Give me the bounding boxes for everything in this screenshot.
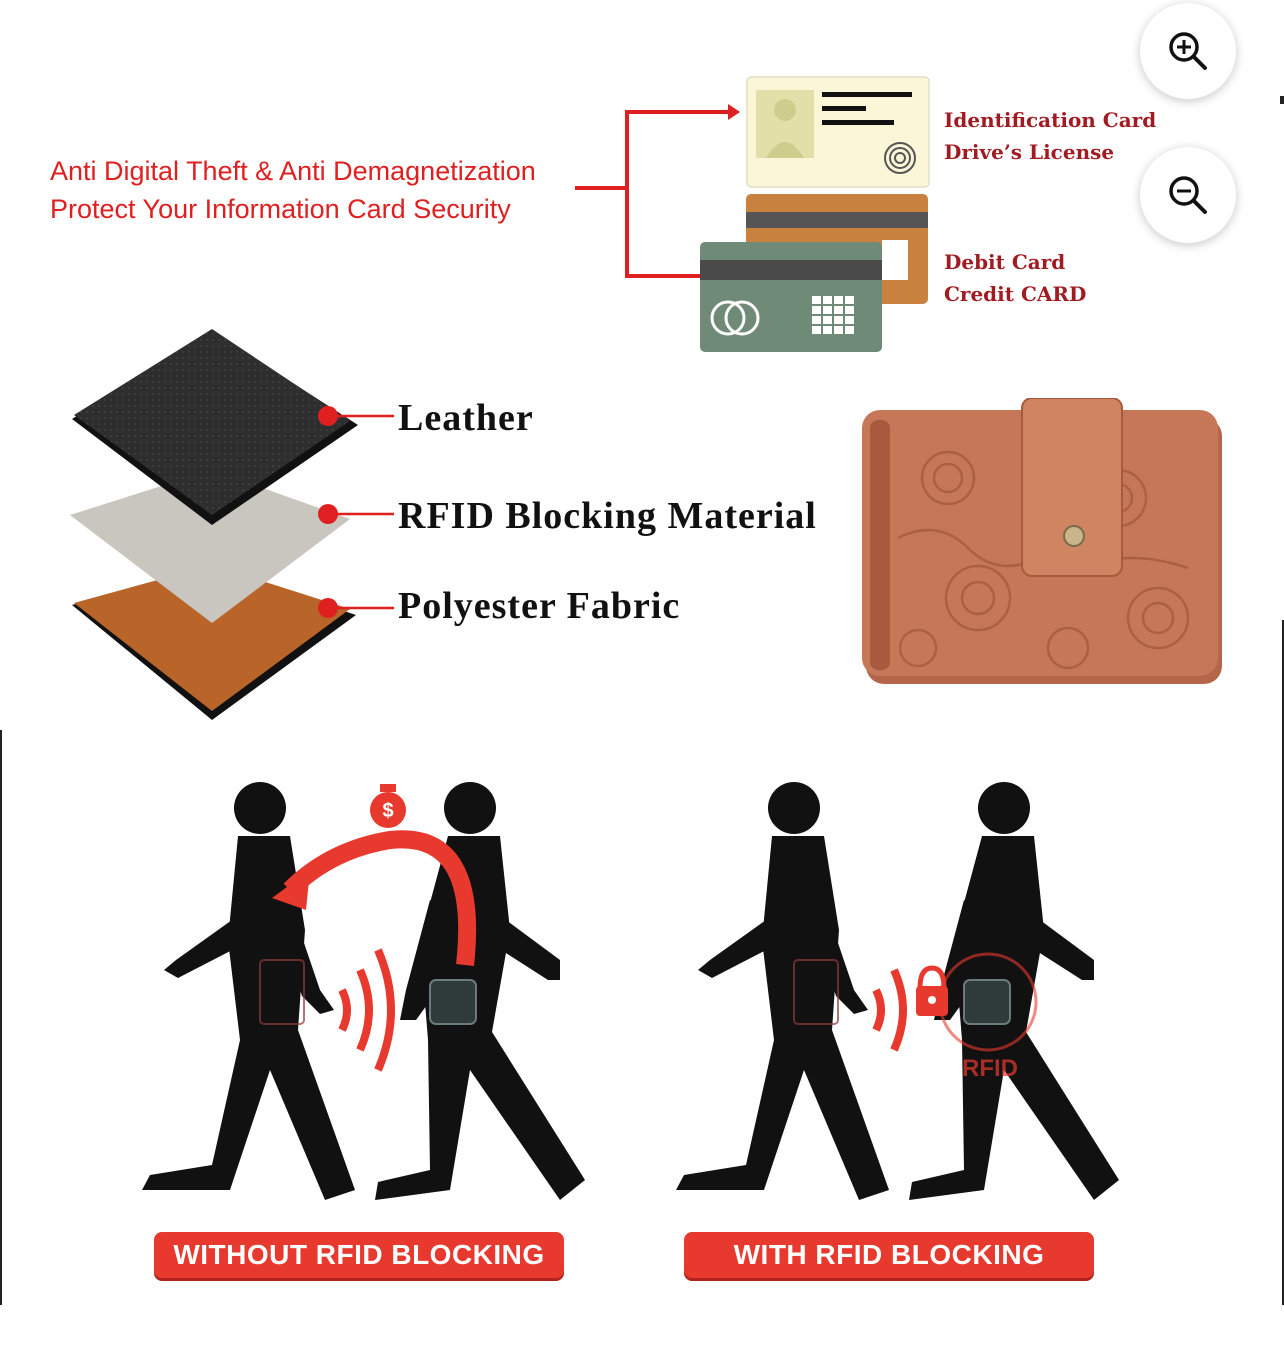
fabric-layer <box>74 565 350 711</box>
id-card-label: Identification Card Drive’s License <box>944 104 1156 168</box>
frame-edge-tick <box>1280 96 1284 104</box>
without-rfid-scene <box>142 782 585 1200</box>
with-rfid-badge: WITH RFID BLOCKING <box>684 1232 1094 1278</box>
zoom-in-button[interactable] <box>1140 3 1236 99</box>
rfid-layer <box>70 470 350 623</box>
id-card-label-line2: Drive’s License <box>944 140 1115 164</box>
zoom-out-icon <box>1169 176 1207 214</box>
leather-label: Leather <box>398 397 534 439</box>
bank-card-label-line1: Debit Card <box>944 250 1066 274</box>
material-layers-diagram <box>70 329 358 720</box>
headline-line1: Anti Digital Theft & Anti Demagnetizatio… <box>50 156 536 186</box>
zoom-out-button[interactable] <box>1140 147 1236 243</box>
with-rfid-scene <box>676 782 1119 1200</box>
id-card-label-line1: Identification Card <box>944 108 1157 132</box>
money-bag-icon: $ <box>370 784 406 828</box>
frame-edge-right <box>1282 620 1284 1305</box>
bank-card-label-line2: Credit CARD <box>944 282 1087 306</box>
without-rfid-badge: WITHOUT RFID BLOCKING <box>154 1232 564 1278</box>
bank-card-label: Debit Card Credit CARD <box>944 246 1086 310</box>
id-card-icon <box>746 76 930 188</box>
frame-edge-left <box>0 730 2 1305</box>
wallet-image <box>862 398 1222 684</box>
money-symbol: $ <box>382 800 393 822</box>
rfid-scenes-illustration: $ RFID <box>142 782 1119 1200</box>
headline: Anti Digital Theft & Anti Demagnetizatio… <box>50 152 536 228</box>
polyester-fabric-label: Polyester Fabric <box>398 585 681 627</box>
rfid-mark: RFID <box>962 1055 1018 1082</box>
rfid-material-label: RFID Blocking Material <box>398 495 817 537</box>
layer-pointers <box>318 406 394 618</box>
signal-waves-icon <box>338 948 395 1072</box>
zoom-in-icon <box>1169 32 1207 70</box>
money-theft-arrow-icon <box>283 830 477 966</box>
blocked-signal-waves-icon <box>872 968 907 1052</box>
padlock-icon <box>916 965 948 1016</box>
headline-line2: Protect Your Information Card Security <box>50 194 511 224</box>
bank-cards-icon <box>700 194 928 352</box>
